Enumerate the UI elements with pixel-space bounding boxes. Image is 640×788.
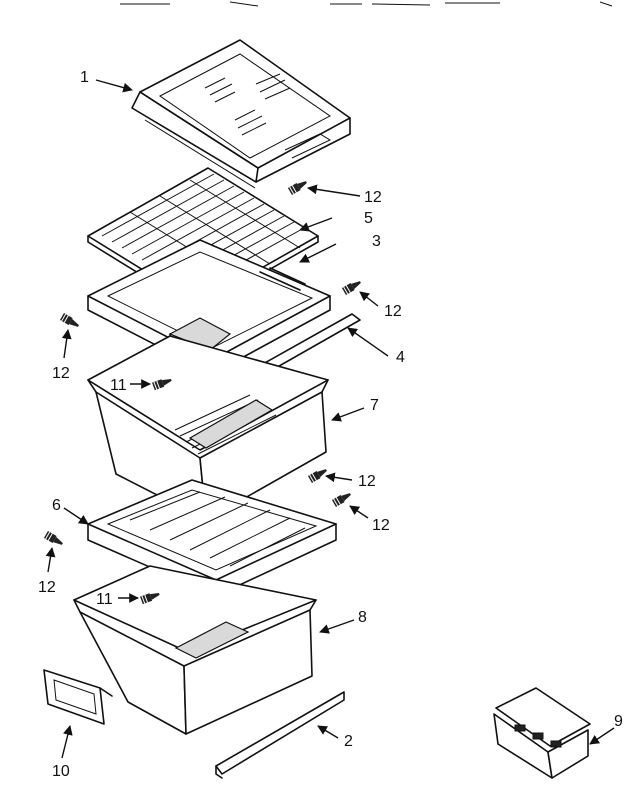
screw-icon — [307, 466, 329, 484]
callout-12f: 12 — [38, 579, 56, 596]
callout-11b: 11 — [96, 591, 113, 608]
glass-reflection-marks — [204, 73, 291, 136]
callout-10: 10 — [52, 763, 70, 780]
screw-icon — [287, 178, 309, 196]
scan-artifact-top — [120, 1, 613, 7]
callout-11a: 11 — [110, 377, 127, 394]
screw-icon — [43, 530, 65, 548]
screw-icon — [331, 490, 353, 508]
callout-12b: 12 — [384, 303, 402, 320]
callout-labels: 1 12 5 3 12 4 12 11 7 12 6 12 12 11 8 2 … — [38, 69, 623, 780]
callout-6: 6 — [52, 497, 61, 514]
callout-12d: 12 — [358, 473, 376, 490]
callout-4: 4 — [396, 349, 405, 366]
part-10-tray — [43, 669, 113, 725]
callout-12e: 12 — [372, 517, 390, 534]
callout-7: 7 — [370, 397, 379, 414]
leader-lines — [45, 79, 615, 759]
screw-icon — [59, 312, 81, 330]
callout-12a: 12 — [364, 189, 382, 206]
callout-5: 5 — [364, 210, 373, 227]
callout-12c: 12 — [52, 365, 70, 382]
part-1-glass-shelf — [131, 39, 351, 189]
screw-icon — [341, 278, 363, 296]
part-2-bottom-trim — [215, 691, 345, 779]
part-8-lower-crisper — [73, 565, 317, 735]
callout-9: 9 — [614, 713, 623, 730]
callout-8: 8 — [358, 609, 367, 626]
part-3-shelf-frame — [87, 239, 331, 375]
callout-2: 2 — [344, 733, 353, 750]
part-9-bin — [493, 687, 591, 779]
callout-1: 1 — [80, 69, 89, 86]
callout-3: 3 — [372, 233, 381, 250]
